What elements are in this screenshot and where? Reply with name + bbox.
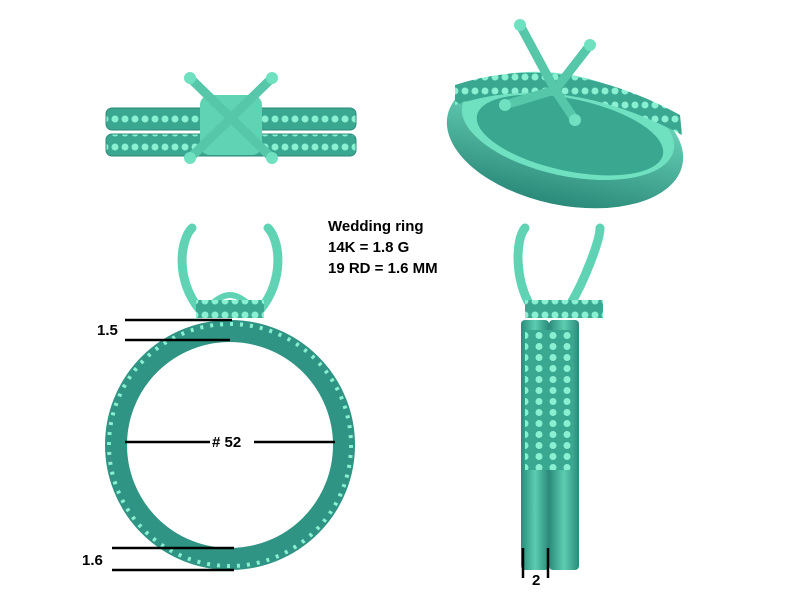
spec-stones: 19 RD = 1.6 MM xyxy=(328,260,438,277)
front-view xyxy=(105,223,355,570)
side-view xyxy=(513,223,605,570)
spec-block: Wedding ring 14K = 1.8 G 19 RD = 1.6 MM xyxy=(328,216,438,279)
dim-shank-top: 1.5 xyxy=(97,322,118,339)
dim-shank-bottom: 1.6 xyxy=(82,552,103,569)
dim-ring-size: # 52 xyxy=(212,434,242,451)
perspective-view xyxy=(446,19,684,209)
dimension-lines xyxy=(112,318,550,578)
dim-band-width: 2 xyxy=(532,572,541,589)
top-view xyxy=(105,72,357,164)
spec-metal: 14K = 1.8 G xyxy=(328,239,410,256)
spec-title: Wedding ring xyxy=(328,218,424,235)
